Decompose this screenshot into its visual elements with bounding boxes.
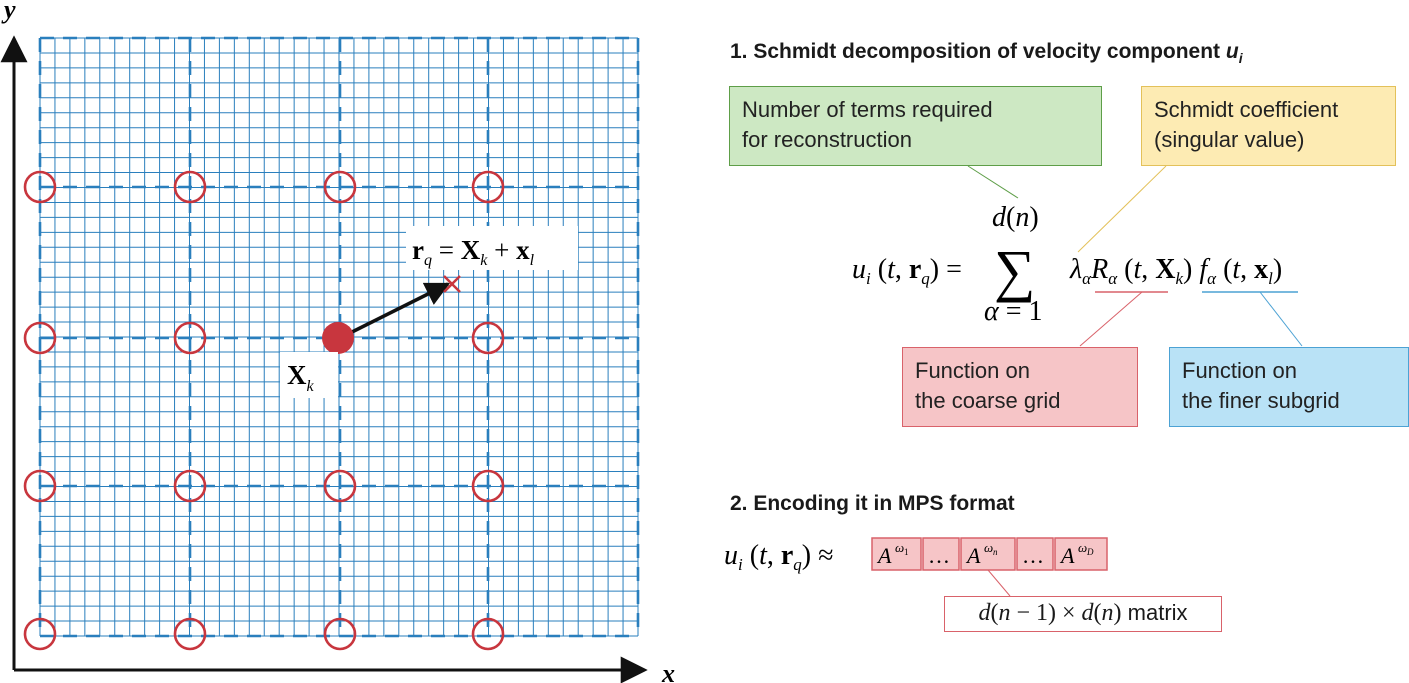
y-axis-label: y [1,0,16,24]
svg-text:A: A [965,543,981,568]
terms-required-box: Number of terms required for reconstruct… [729,86,1102,166]
svg-text:ui (t, rq) =: ui (t, rq) = [852,254,962,288]
coarse-grid-point-marker [23,170,57,204]
coarse-grid-point-marker [23,469,57,503]
svg-text:A: A [1059,543,1075,568]
coarse-grid-point-marker [173,617,207,651]
subgrid-point-marker [443,275,461,293]
coarse-grid-point-marker [323,617,357,651]
coarse-grid-point-marker [471,321,505,355]
coarse-grid-points [23,170,505,651]
coarse-grid-point-marker [323,170,357,204]
svg-text:ω: ω [1078,540,1087,555]
x-axis-label: x [661,659,675,683]
coarse-grid-point-marker [173,170,207,204]
svg-text:A: A [876,543,892,568]
svg-text:∑: ∑ [994,238,1035,303]
schmidt-coefficient-box: Schmidt coefficient (singular value) [1141,86,1396,166]
svg-text:D: D [1086,547,1094,557]
svg-text:…: … [928,543,950,568]
svg-text:α = 1: α = 1 [984,296,1043,327]
svg-text:1: 1 [904,547,909,557]
section2-heading: 2. Encoding it in MPS format [730,492,1015,515]
svg-text:ω: ω [984,540,993,555]
svg-text:ω: ω [895,540,904,555]
mps-cell-ellipsis-1: … [922,537,960,571]
schmidt-equation: d(n) ui (t, rq) = ∑ α = 1 λαRα (t, Xk) f… [852,165,1303,347]
svg-text:λαRα (t, Xk) fα (t, xl): λαRα (t, Xk) fα (t, xl) [1069,254,1282,288]
coarse-grid-point-marker [471,469,505,503]
mps-cell-ellipsis-2: … [1016,537,1054,571]
coarse-grid-point-marker [23,617,57,651]
coarse-point-xk [322,322,354,354]
coarse-grid-point-marker [173,321,207,355]
coarse-grid-point-marker [23,321,57,355]
section1-heading: 1. Schmidt decomposition of velocity com… [730,40,1243,67]
svg-text:n: n [993,547,998,557]
svg-text:…: … [1022,543,1044,568]
matrix-dimension-label: d(n − 1) × d(n) matrix [944,596,1222,632]
coarse-grid-function-box: Function on the coarse grid [902,347,1138,427]
coarse-grid-point-marker [471,170,505,204]
svg-text:d(n): d(n) [992,202,1039,233]
coarse-point-label: Xk [287,360,315,395]
coarse-grid-point-marker [471,617,505,651]
position-label: rq = Xk + xl [412,235,535,269]
coarse-grid-point-marker [173,469,207,503]
finer-subgrid-function-box: Function on the finer subgrid [1169,347,1409,427]
svg-text:ui (t, rq) ≈: ui (t, rq) ≈ [724,540,833,574]
position-vector-arrow [339,282,451,340]
grid-diagram: y x rq = Xk + xl Xk [0,0,675,683]
coarse-grid-point-marker [323,469,357,503]
